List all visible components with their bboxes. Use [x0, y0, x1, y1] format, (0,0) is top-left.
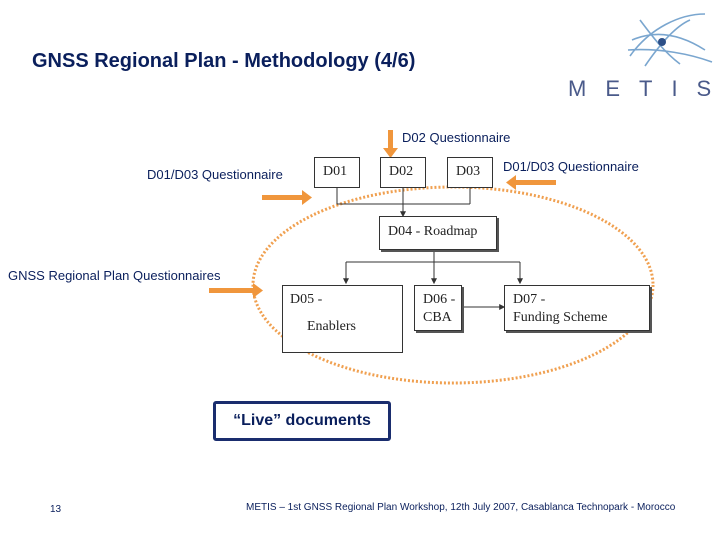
box-d07-line2: Funding Scheme — [513, 310, 608, 325]
box-d07-funding-scheme: D07 - Funding Scheme — [504, 285, 650, 331]
box-d06-line2: CBA — [423, 310, 452, 325]
box-d05-line2: Enablers — [307, 319, 356, 334]
page-number: 13 — [50, 504, 62, 515]
label-regional-questionnaires: GNSS Regional Plan Questionnaires — [8, 268, 221, 283]
box-d01-label: D01 — [323, 164, 348, 179]
box-d03-label: D03 — [456, 164, 481, 179]
box-d04-roadmap: D04 - Roadmap — [379, 216, 497, 250]
box-d06-cba: D06 - CBA — [414, 285, 462, 331]
box-d02-label: D02 — [389, 164, 414, 179]
slide-title: GNSS Regional Plan - Methodology (4/6) — [32, 50, 416, 72]
box-d05-enablers: D05 - Enablers — [282, 285, 403, 353]
label-d01-d03-questionnaire-left: D01/D03 Questionnaire — [147, 167, 283, 182]
box-d07-line1: D07 - — [513, 292, 546, 307]
box-d04-label: D04 - Roadmap — [388, 224, 478, 239]
logo-wordmark: METIS — [568, 76, 720, 101]
box-d01: D01 — [314, 157, 360, 188]
label-d01-d03-questionnaire-right: D01/D03 Questionnaire — [503, 159, 639, 174]
box-d06-line1: D06 - — [423, 292, 456, 307]
orange-arrow-left-d03 — [506, 175, 556, 190]
label-d02-questionnaire: D02 Questionnaire — [402, 130, 511, 145]
orange-arrow-right-questionnaires — [209, 283, 263, 298]
orange-arrow-down-d02 — [383, 130, 398, 158]
footer-text: METIS – 1st GNSS Regional Plan Workshop,… — [246, 502, 676, 513]
box-d05-line1: D05 - — [290, 292, 323, 307]
live-documents-box: “Live” documents — [213, 401, 391, 441]
box-d03: D03 — [447, 157, 493, 188]
box-d02: D02 — [380, 157, 426, 188]
live-documents-label: “Live” documents — [233, 412, 371, 429]
orange-arrow-right-d01 — [262, 190, 312, 205]
